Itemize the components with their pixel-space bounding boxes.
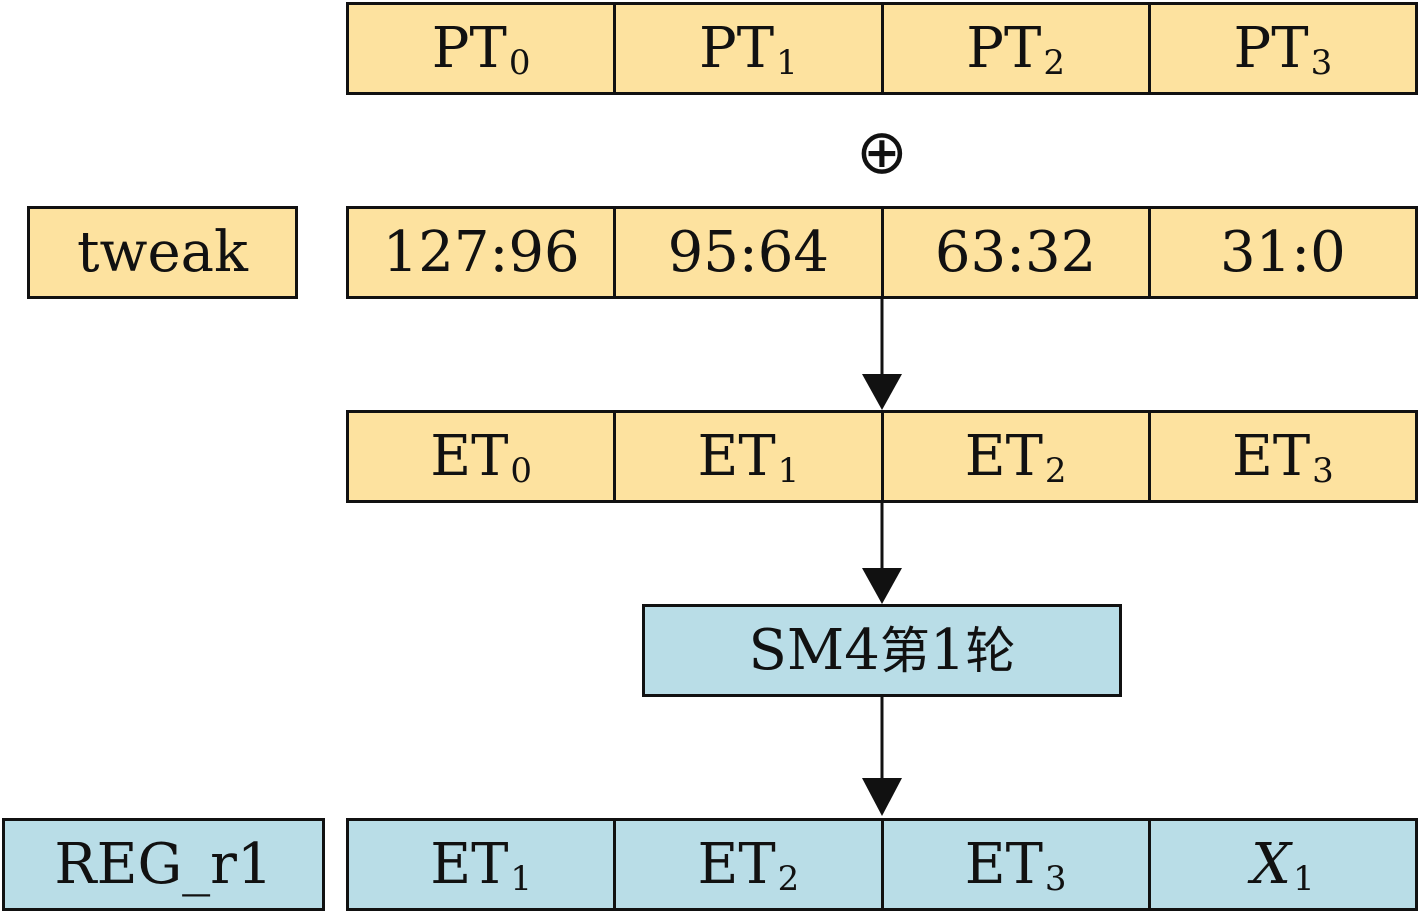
et-cell-label: ET xyxy=(1231,423,1311,489)
plaintext-cell-label: PT xyxy=(966,15,1042,81)
round-prefix: SM4 xyxy=(748,617,880,683)
arrowhead-tweak-to-et xyxy=(862,374,902,410)
tweak-label-box: tweak xyxy=(27,206,298,299)
plaintext-cell-subscript: 1 xyxy=(776,42,798,83)
et-cell-subscript: 3 xyxy=(1312,450,1334,491)
et-cell-label: ET xyxy=(697,423,776,489)
register-label: REG_r1 xyxy=(54,831,273,897)
plaintext-cell-subscript: 3 xyxy=(1310,42,1333,83)
et-cell-subscript: 1 xyxy=(777,450,800,491)
output-cell-label: ET xyxy=(697,831,776,897)
output-cell-label: X xyxy=(1251,831,1291,897)
plaintext-cell-subscript: 0 xyxy=(508,42,531,83)
xor-operator-icon: ⊕ xyxy=(856,115,908,188)
tweak-row: 127:96 95:64 63:32 31:0 xyxy=(346,206,1418,299)
plaintext-cell-label: PT xyxy=(699,15,775,81)
plaintext-cell-subscript: 2 xyxy=(1043,42,1065,83)
round-number: 1 xyxy=(929,617,966,683)
output-cell-subscript: 1 xyxy=(1292,858,1315,899)
output-cell-subscript: 1 xyxy=(510,858,533,899)
tweak-label: tweak xyxy=(77,219,248,285)
tweak-bits-cell: 63:32 xyxy=(884,209,1151,296)
output-cell-label: ET xyxy=(430,831,509,897)
tweak-bits-cell: 127:96 xyxy=(349,209,617,296)
tweak-bits-cell: 31:0 xyxy=(1219,219,1346,285)
arrowhead-round-to-output xyxy=(862,778,902,816)
et-cell-label: ET xyxy=(430,423,509,489)
et-cell-subscript: 0 xyxy=(510,450,533,491)
output-cell-subscript: 2 xyxy=(777,858,800,899)
arrowhead-et-to-round xyxy=(862,568,902,604)
round-cjk-second: 轮 xyxy=(965,621,1016,680)
output-cell-subscript: 3 xyxy=(1044,858,1067,899)
round-cjk-first: 第 xyxy=(879,621,930,680)
plaintext-cell-label: PT xyxy=(1233,15,1309,81)
output-cell-label: ET xyxy=(964,831,1043,897)
plaintext-cell-label: PT xyxy=(431,15,507,81)
et-cell-subscript: 2 xyxy=(1044,450,1067,491)
tweak-bits-cell: 95:64 xyxy=(616,209,884,296)
register-label-box: REG_r1 xyxy=(2,818,325,911)
et-cell-label: ET xyxy=(964,423,1043,489)
